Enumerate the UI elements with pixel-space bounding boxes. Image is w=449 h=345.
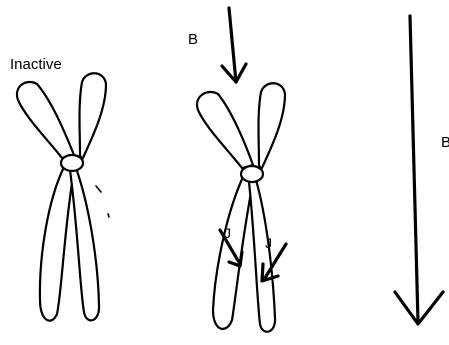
label-j-left: J [224,225,231,241]
arrow-b-long [395,16,443,324]
chromatid-arm-lower-right [249,180,275,332]
chromatid-arm-upper-left [17,82,74,158]
label-inactive: Inactive [10,56,62,73]
centromere-active [241,166,263,182]
label-j-right: J [265,235,272,251]
chromatid-arm-lower-left [40,167,74,321]
tick-mark [108,214,109,217]
chromosome-inactive [17,73,109,320]
label-b-top: B [188,31,198,48]
label-b-right: B [441,134,449,151]
chromatid-arm-lower-right [70,168,99,320]
chromosome-active [197,83,285,331]
centromere-inactive [61,155,83,171]
chromatid-arm-upper-right [80,73,107,160]
tick-mark [96,186,101,192]
arrow-b-short [222,8,246,82]
chromatid-arm-upper-left [197,92,253,168]
chromatid-arm-upper-right [259,83,286,170]
